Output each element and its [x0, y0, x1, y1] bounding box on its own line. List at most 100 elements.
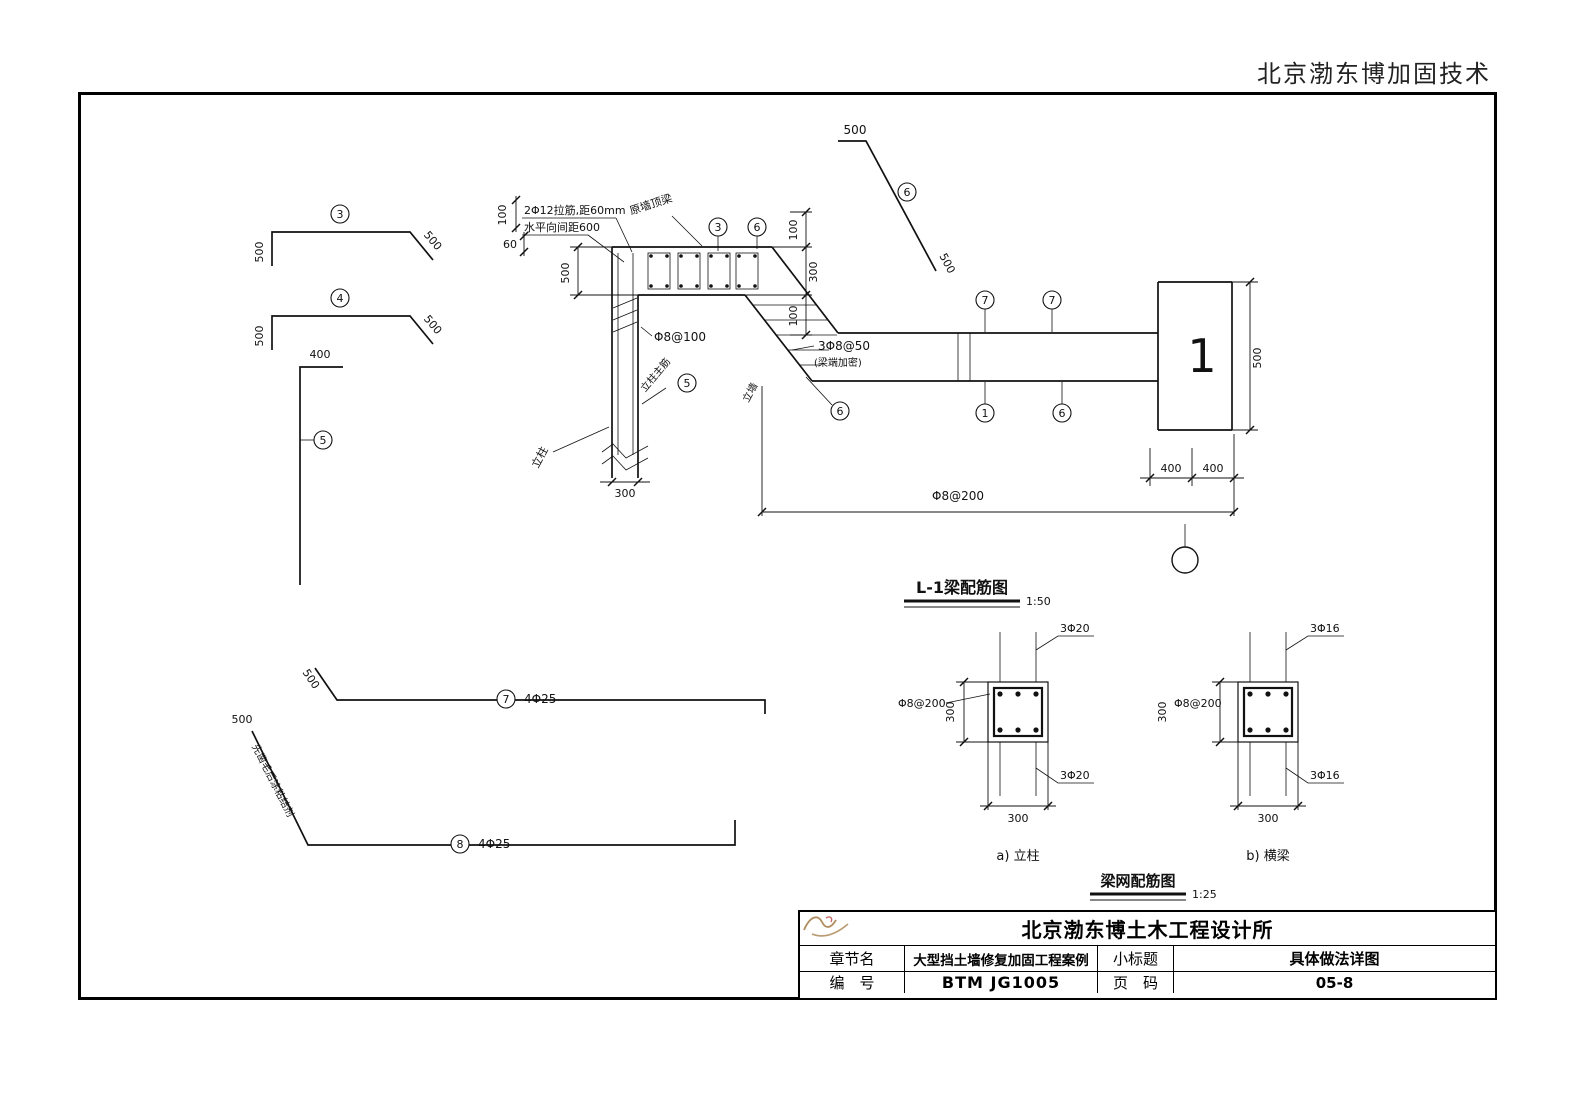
main-view-title: L-1梁配筋图 1:50 [904, 578, 1051, 608]
bar-shape-8: 500 先凿毛后涂粘结剂 8 4Φ25 [232, 713, 736, 854]
callout-7-text: 7 [982, 294, 989, 307]
dim-slab-height-500: 500 [559, 242, 638, 300]
dim-500-text: 500 [253, 242, 266, 263]
bar-shape-3: 3 500 500 [253, 204, 444, 266]
orig-beam-text: 原墙顶梁 [628, 191, 674, 218]
callout-6-step: 6 [805, 376, 850, 421]
section-b-width: 300 [1258, 812, 1279, 825]
section-b-top-bars: 3Φ16 [1310, 622, 1340, 635]
stirrup50-note-text: (梁端加密) [814, 356, 862, 369]
callout-6-text: 6 [754, 221, 761, 234]
dim-500-text: 500 [559, 263, 572, 284]
callout-1: 1 [975, 382, 995, 423]
mesh-title-text: 梁网配筋图 [1099, 872, 1175, 890]
label-column: 立柱 [528, 426, 610, 470]
dim-100-text: 100 [787, 220, 800, 241]
label-tie-bar: 2Φ12拉筋,距60mm [522, 203, 633, 253]
section-a-caption: a) 立柱 [996, 849, 1039, 864]
chapter-label: 章节名 [800, 946, 905, 972]
tie-bar-text: 2Φ12拉筋,距60mm [524, 203, 626, 217]
callout-7-right: 7 [1042, 290, 1062, 332]
bar8-label: 4Φ25 [478, 837, 510, 851]
dim-300-text: 300 [615, 487, 636, 500]
section-a-width: 300 [1008, 812, 1029, 825]
h-spacing-text: 水平向间距600 [524, 220, 600, 234]
dim-60-text: 60 [503, 238, 517, 251]
column-text: 立柱 [528, 444, 551, 470]
page-value: 05-8 [1315, 973, 1354, 992]
stirrup50-text: 3Φ8@50 [818, 339, 870, 353]
column-break-symbol [601, 443, 649, 471]
number-value: BTM JG1005 [905, 972, 1098, 993]
mesh-view-title: 梁网配筋图 1:25 [1090, 872, 1217, 901]
section-b-caption: b) 横梁 [1246, 849, 1289, 864]
watermark-text: 北京渤东博加固技术 [1257, 60, 1491, 88]
callout-3-text: 3 [337, 208, 344, 221]
beam-stirrup-lines [957, 333, 971, 381]
dim-300-text: 300 [807, 262, 820, 283]
title-block-company-row: 北京渤东博土木工程设计所 [800, 912, 1495, 946]
dim-500-text: 500 [936, 251, 957, 276]
label-stirrup-50: 3Φ8@50 (梁端加密) [791, 339, 870, 369]
section-a-bottom-bars: 3Φ20 [1060, 769, 1090, 782]
dim-400-400: 400 400 [1140, 434, 1244, 486]
label-wall-stem: 立墙 [739, 380, 760, 404]
bar-shape-7: 500 7 4Φ25 [300, 667, 766, 714]
wall-section-outline [611, 246, 1158, 478]
grid-bubble [1171, 524, 1199, 574]
dim-column-width-300: 300 [600, 477, 650, 500]
callout-6-text: 6 [837, 405, 844, 418]
callout-5-column: 5 [677, 373, 697, 393]
section-b-stirrup: Φ8@200 [1174, 697, 1222, 710]
stirrup100-text: Φ8@100 [654, 330, 706, 344]
title-block: 北京渤东博土木工程设计所 章节名 大型挡土墙修复加固工程案例 小标题 具体做法详… [798, 910, 1497, 1000]
bar-shape-4: 4 500 500 [253, 288, 444, 350]
dim-400-text: 400 [310, 348, 331, 361]
dim-chain-100-300-100: 100 300 100 [745, 207, 820, 340]
callout-6-text: 6 [904, 186, 911, 199]
bottom-stirrup-label: Φ8@200 [932, 489, 984, 503]
callout-1-text: 1 [982, 407, 989, 420]
section-a-top-bars: 3Φ20 [1060, 622, 1090, 635]
step-stirrup-rungs [753, 304, 837, 366]
dim-right-500: 500 [1232, 277, 1264, 435]
title-block-grid: 章节名 大型挡土墙修复加固工程案例 小标题 具体做法详图 编 号 BTM JG1… [800, 946, 1495, 993]
bar8-note-text: 先凿毛后涂粘结剂 [249, 742, 297, 819]
callout-6-text: 6 [1059, 407, 1066, 420]
column-rebar-lines [612, 253, 638, 455]
section-b-beam: 3Φ16 3Φ16 300 Φ8@200 300 b) 横梁 [1156, 622, 1344, 864]
section-b-height: 300 [1156, 702, 1169, 723]
right-column-outline [1157, 281, 1233, 431]
member-mark-1: 1 [1187, 329, 1216, 383]
number-label: 编 号 [800, 972, 905, 993]
page-label: 页 码 [1098, 972, 1174, 993]
main-title-scale: 1:50 [1026, 595, 1051, 608]
chapter-value: 大型挡土墙修复加固工程案例 [905, 946, 1098, 972]
bar-shape-5: 400 5 [299, 348, 343, 585]
main-title-text: L-1梁配筋图 [916, 578, 1008, 597]
dim-top-100-60: 100 60 [496, 195, 529, 257]
mesh-title-scale: 1:25 [1192, 888, 1217, 901]
callout-7-text: 7 [503, 693, 510, 706]
callout-6-slab: 6 [747, 217, 767, 249]
dim-500-text: 500 [844, 123, 867, 137]
callout-7-left: 7 [975, 290, 995, 332]
dim-400-text: 400 [1161, 462, 1182, 475]
dim-100-text: 100 [787, 306, 800, 327]
dim-100-text: 100 [496, 205, 509, 226]
company-logo [803, 916, 849, 937]
callout-3-text: 3 [715, 221, 722, 234]
callout-4-text: 4 [337, 292, 344, 305]
wall-stem-text: 立墙 [739, 380, 760, 404]
section-a-height: 300 [944, 702, 957, 723]
company-name: 北京渤东博土木工程设计所 [1021, 918, 1274, 942]
callout-6-beam: 6 [1052, 382, 1072, 423]
section-a-stirrup: Φ8@200 [898, 697, 946, 710]
dim-500-text: 500 [232, 713, 253, 726]
label-original-beam: 原墙顶梁 [628, 191, 703, 247]
callout-7-text: 7 [1049, 294, 1056, 307]
dim-500-text: 500 [253, 326, 266, 347]
col-main-text: 立柱主筋 [637, 355, 673, 394]
